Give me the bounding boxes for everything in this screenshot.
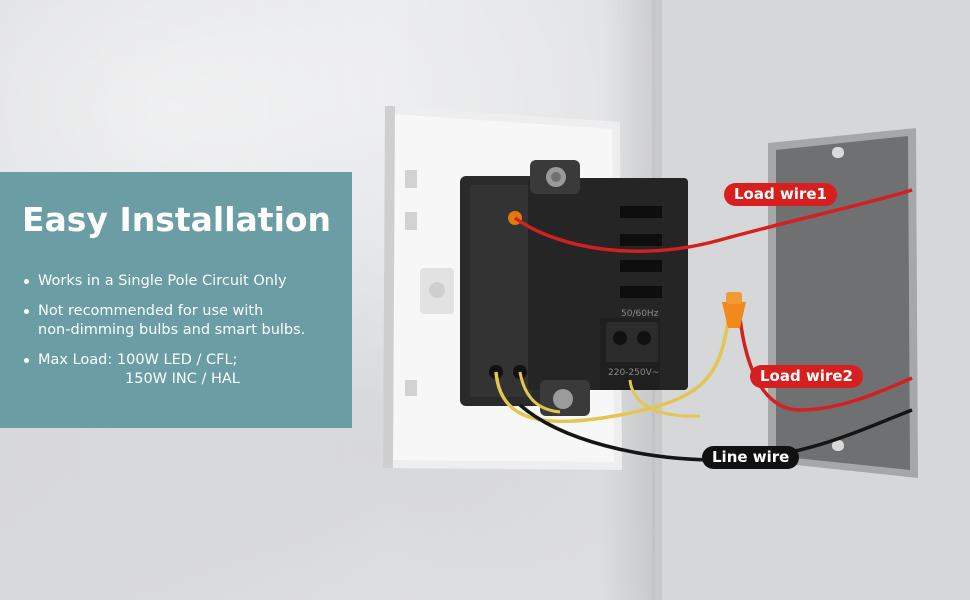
feature-text: non-dimming bulbs and smart bulbs. (38, 322, 306, 338)
voltage-marking: 220-250V~ (608, 368, 659, 378)
wall-box-screw-hole-top (832, 147, 844, 158)
wall-box-screw-hole-bottom (832, 440, 844, 451)
feature-item: Max Load: 100W LED / CFL; 150W INC / HAL (24, 351, 344, 389)
yellow-wire-b (518, 371, 561, 414)
load-wire1 (513, 188, 913, 253)
heading: Easy Installation (22, 200, 332, 239)
wire-nut-connector (722, 292, 746, 328)
vent-slot (620, 234, 662, 246)
info-panel: Easy Installation Works in a Single Pole… (0, 172, 352, 428)
feature-item: Works in a Single Pole Circuit Only (24, 272, 344, 291)
dimmer-module: 50/60Hz 220-250V~ (460, 160, 688, 416)
yellow-wire-c (628, 379, 701, 418)
load-wire2 (738, 317, 913, 412)
load-wire2-label: Load wire2 (750, 365, 863, 388)
freq-marking: 50/60Hz (621, 309, 659, 319)
vent-slot (620, 206, 662, 218)
load-wire1-label: Load wire1 (724, 183, 837, 206)
wall-box (768, 128, 918, 478)
vent-slot (620, 260, 662, 272)
vent-slot (620, 286, 662, 298)
feature-text: Works in a Single Pole Circuit Only (38, 273, 287, 289)
terminal-block (606, 322, 658, 362)
feature-item: Not recommended for use with non-dimming… (24, 302, 344, 340)
feature-text: Not recommended for use with (38, 303, 264, 319)
feature-list: Works in a Single Pole Circuit Only Not … (24, 272, 344, 400)
yellow-wire-a (494, 319, 730, 424)
feature-text: 150W INC / HAL (125, 371, 240, 387)
line-wire-label: Line wire (702, 446, 800, 469)
feature-text: Max Load: 100W LED / CFL; (38, 352, 238, 368)
